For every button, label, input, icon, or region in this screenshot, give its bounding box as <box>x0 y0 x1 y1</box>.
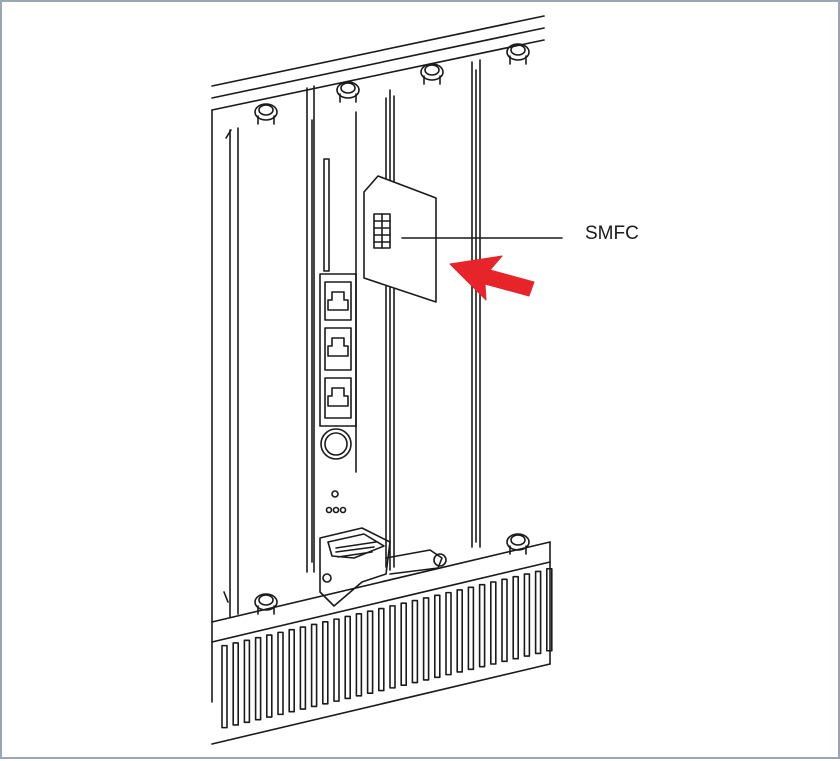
top-rail <box>211 15 545 111</box>
vent-slots <box>221 567 553 729</box>
vent-slot <box>411 599 419 684</box>
vent-slot <box>344 615 352 700</box>
thumbscrews <box>254 43 530 615</box>
vent-slot <box>277 631 284 716</box>
vent-slot <box>288 628 296 713</box>
vent-slot <box>254 636 262 721</box>
vent-slot <box>265 634 273 718</box>
vent-slot <box>489 581 497 665</box>
vent-slot <box>377 607 385 692</box>
vent-slot <box>389 605 396 689</box>
vent-slot <box>232 642 239 726</box>
slot-dividers <box>211 59 481 703</box>
vent-slot <box>355 613 363 697</box>
vent-slot <box>512 575 520 660</box>
vent-slot <box>467 586 475 671</box>
vent-slot <box>366 610 374 694</box>
vent-slot <box>534 570 542 655</box>
vent-slot <box>310 623 318 708</box>
vent-slot <box>456 589 464 673</box>
vent-slot <box>333 618 340 702</box>
smfc-label: SMFC <box>585 223 639 244</box>
vent-slot <box>501 578 508 663</box>
vent-slot <box>445 591 452 676</box>
vent-slot <box>422 597 430 681</box>
vent-slot <box>299 626 307 710</box>
module-faceplate <box>311 111 447 607</box>
vent-slot <box>221 644 228 729</box>
vent-slot <box>400 602 408 687</box>
smfc-card <box>363 175 437 303</box>
vent-grille <box>211 541 551 745</box>
vent-slot <box>433 594 441 679</box>
vent-slot <box>545 567 553 652</box>
vent-slot <box>243 639 251 724</box>
insert-arrow-icon <box>449 255 535 301</box>
vent-slot <box>321 620 329 705</box>
vent-slot <box>478 583 486 668</box>
vent-slot <box>523 573 531 657</box>
